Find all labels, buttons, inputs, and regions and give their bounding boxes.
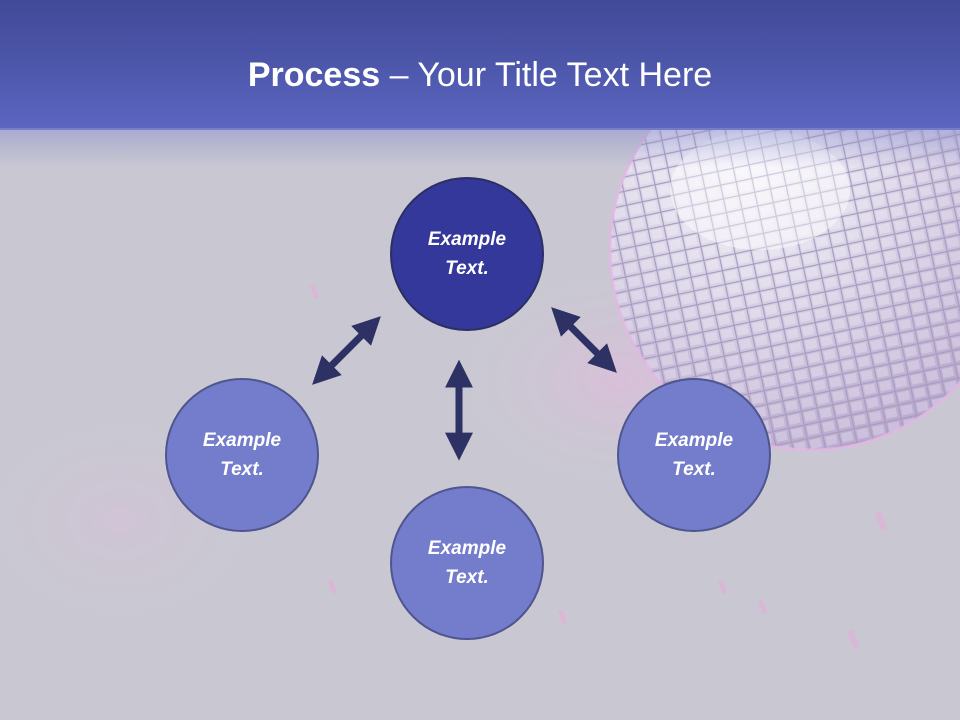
process-node-top[interactable]: Example Text. — [390, 177, 544, 331]
process-node-left[interactable]: Example Text. — [165, 378, 319, 532]
process-node-top-text: Example Text. — [427, 229, 507, 279]
title-bar — [0, 0, 960, 130]
process-node-bottom[interactable]: Example Text. — [390, 486, 544, 640]
process-node-bottom-text: Example Text. — [427, 538, 507, 588]
arrow-top-right — [551, 307, 617, 373]
slide-title-rest: – Your Title Text Here — [380, 56, 713, 94]
process-node-right[interactable]: Example Text. — [617, 378, 771, 532]
title-bar-fade — [0, 128, 960, 168]
arrow-top-left — [312, 316, 381, 385]
process-node-left-text: Example Text. — [202, 430, 282, 480]
light-sparkles — [309, 284, 887, 649]
slide-title[interactable]: Process – Your Title Text Here — [0, 50, 960, 100]
slide-title-bold: Process — [247, 56, 381, 94]
process-node-right-text: Example Text. — [654, 430, 734, 480]
